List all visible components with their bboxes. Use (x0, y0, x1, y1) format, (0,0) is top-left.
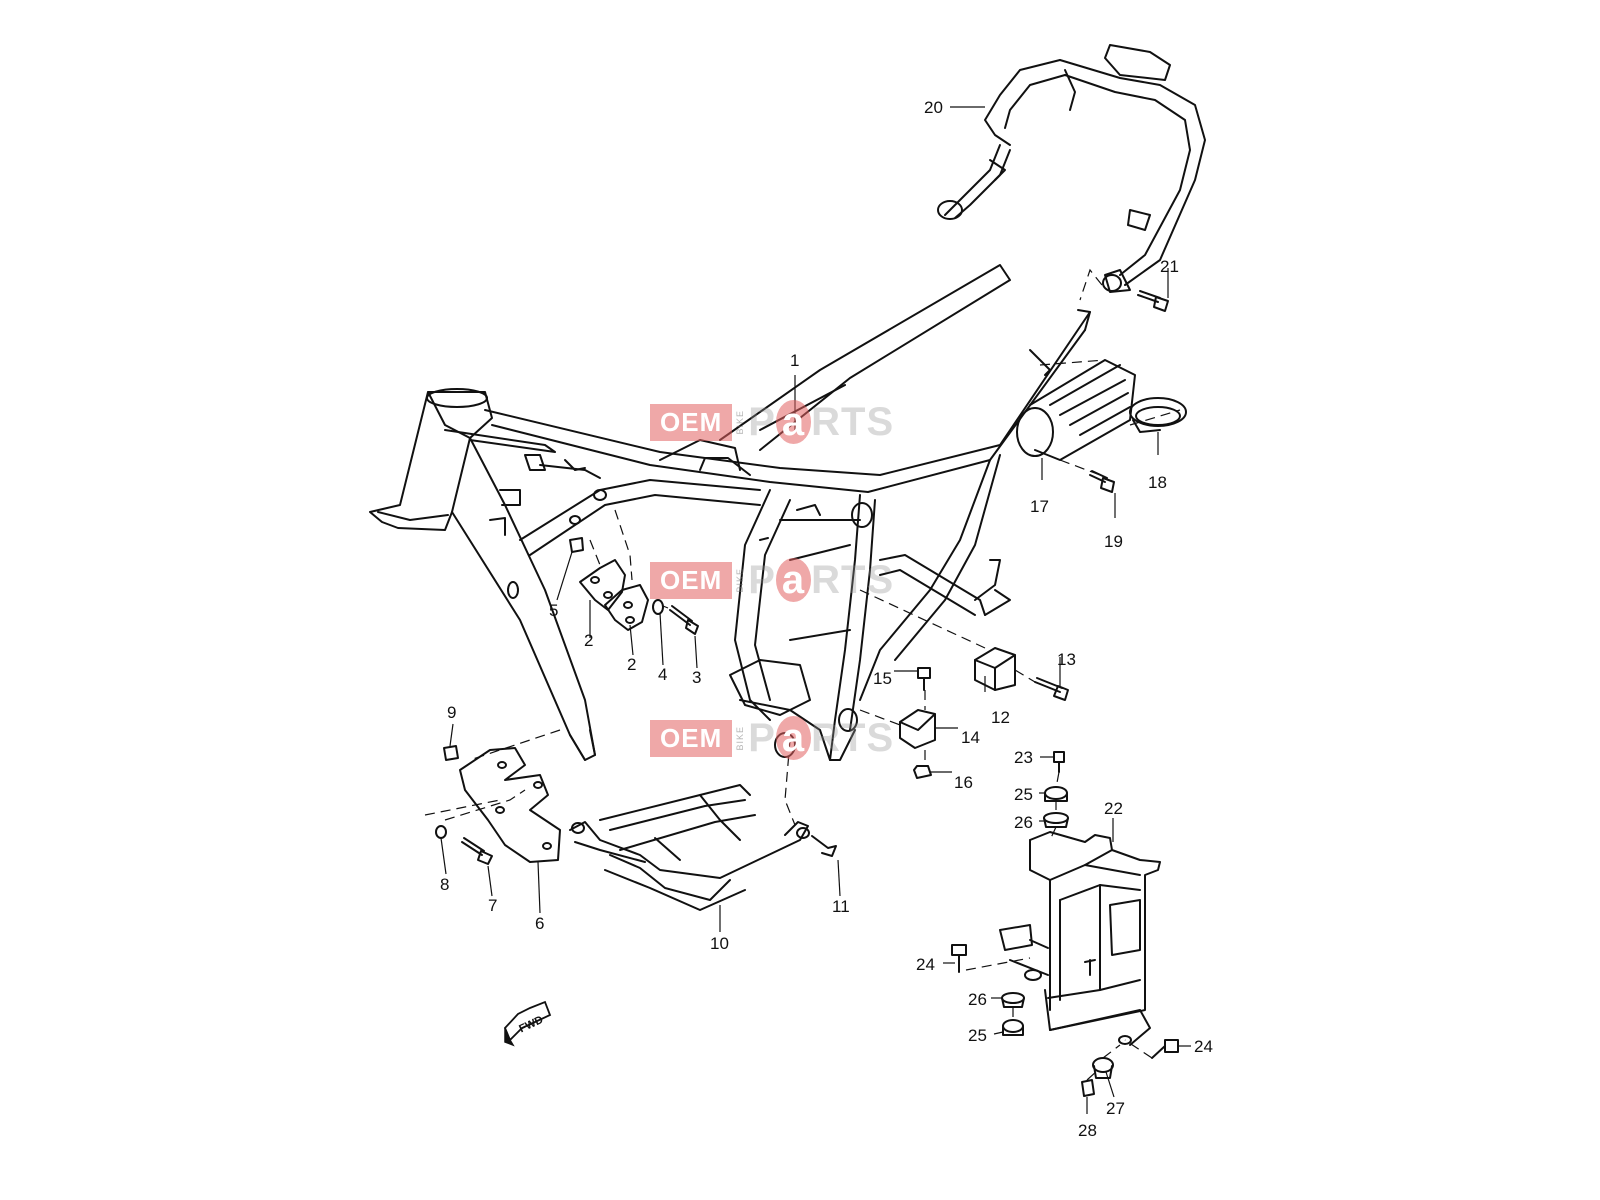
callout-22[interactable]: 22 (1104, 799, 1123, 818)
fwd-arrow: FWD (503, 1000, 552, 1047)
callout-18[interactable]: 18 (1148, 473, 1167, 492)
callout-13[interactable]: 13 (1057, 650, 1076, 669)
callout-25b[interactable]: 25 (968, 1026, 987, 1045)
callout-9[interactable]: 9 (447, 703, 457, 722)
callout-17[interactable]: 17 (1030, 497, 1049, 516)
grab-rail (937, 44, 1206, 293)
tool-case (1016, 359, 1136, 461)
dashed-assembly-lines (424, 268, 1181, 1081)
callout-4[interactable]: 4 (658, 665, 668, 684)
callout-26b[interactable]: 26 (968, 990, 987, 1009)
callout-25a[interactable]: 25 (1014, 785, 1033, 804)
callout-8[interactable]: 8 (440, 875, 450, 894)
callout-15[interactable]: 15 (873, 669, 892, 688)
callout-21[interactable]: 21 (1160, 257, 1179, 276)
engine-plate (435, 745, 561, 865)
hardware (951, 290, 1179, 1097)
callout-3[interactable]: 3 (692, 668, 702, 687)
callout-14[interactable]: 14 (961, 728, 980, 747)
strap-ring (1129, 397, 1187, 433)
callout-2a[interactable]: 2 (584, 631, 594, 650)
callout-6[interactable]: 6 (535, 914, 545, 933)
callout-19[interactable]: 19 (1104, 532, 1123, 551)
callout-24b[interactable]: 24 (1194, 1037, 1213, 1056)
rubber-mounts (899, 647, 1069, 779)
engine-guard (569, 784, 837, 911)
callout-27[interactable]: 27 (1106, 1099, 1125, 1118)
callout-7[interactable]: 7 (488, 896, 498, 915)
callout-12[interactable]: 12 (991, 708, 1010, 727)
callout-28[interactable]: 28 (1078, 1121, 1097, 1140)
callout-23[interactable]: 23 (1014, 748, 1033, 767)
callout-26a[interactable]: 26 (1014, 813, 1033, 832)
callout-10[interactable]: 10 (710, 934, 729, 953)
callout-20[interactable]: 20 (924, 98, 943, 117)
callout-5[interactable]: 5 (549, 601, 559, 620)
callout-2b[interactable]: 2 (627, 655, 637, 674)
callout-16[interactable]: 16 (954, 773, 973, 792)
callout-1[interactable]: 1 (790, 351, 800, 370)
battery-holder (999, 831, 1161, 1046)
callout-11[interactable]: 11 (832, 897, 850, 916)
main-frame (369, 264, 1091, 761)
engine-brackets (569, 537, 699, 635)
callout-24a[interactable]: 24 (916, 955, 935, 974)
